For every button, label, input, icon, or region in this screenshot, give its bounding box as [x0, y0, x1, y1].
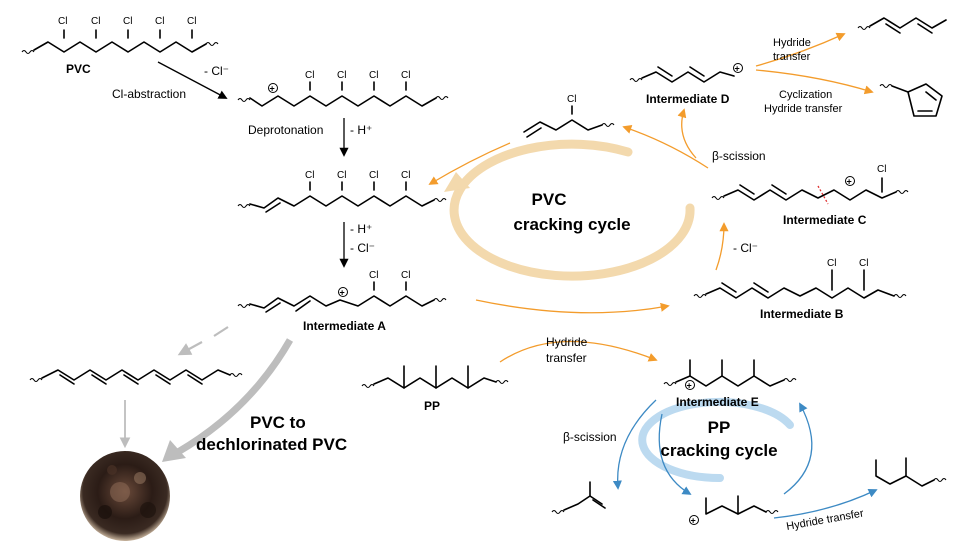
intermediate-e-label: Intermediate E — [676, 395, 759, 409]
deprotonation-label: Deprotonation — [248, 123, 323, 137]
polyene-structure — [29, 369, 243, 385]
dechlorination-label-2: dechlorinated PVC — [196, 435, 347, 454]
intermediate-b-label: Intermediate B — [760, 307, 844, 321]
hydride-transfer-bottom-label: Hydride transfer — [785, 507, 864, 532]
cl-atom: Cl — [58, 16, 67, 27]
cyclization-label-1: Cyclization — [779, 89, 832, 101]
orange-arrow-to-alkene — [428, 142, 511, 185]
pvc-label: PVC — [66, 62, 91, 76]
blue-arrow-back-to-e — [783, 402, 813, 495]
pp-alkene-product-structure — [551, 481, 606, 515]
hydride-pp-label-2: transfer — [546, 351, 587, 365]
cl-atom: Cl — [567, 94, 576, 105]
intermediate-c-structure: + Cl — [711, 164, 909, 205]
cl-minus-label: - Cl⁻ — [204, 64, 229, 78]
h-plus-label-2: - H⁺ — [350, 222, 372, 236]
svg-text:+: + — [270, 84, 275, 94]
dechlorination-label-1: PVC to — [250, 413, 306, 432]
pp-cycle-ring — [638, 398, 794, 483]
cl-atom: Cl — [877, 164, 886, 175]
intermediate-d-label: Intermediate D — [646, 92, 730, 106]
cl-atom: Cl — [337, 170, 346, 181]
hydride-d-label-2: transfer — [773, 51, 811, 63]
cl-atom: Cl — [401, 170, 410, 181]
hydride-d-label-1: Hydride — [773, 37, 811, 49]
allyl-chloride-structure: Cl — [523, 94, 615, 138]
pvc-cycle-label-1: PVC — [532, 190, 567, 209]
blue-arrow-to-carbocation — [658, 413, 692, 495]
cl-atom: Cl — [337, 70, 346, 81]
svg-text:+: + — [340, 288, 345, 298]
cl-minus-label-2: - Cl⁻ — [350, 241, 375, 255]
cl-atom: Cl — [91, 16, 100, 27]
intermediate-a-structure: + Cl Cl — [237, 270, 447, 313]
intermediate-e-structure: + — [663, 359, 797, 391]
orange-arrow-c-to-allyl — [622, 125, 709, 169]
pvc-carbocation-structure: + Cl Cl Cl Cl — [237, 70, 449, 107]
intermediate-a-label: Intermediate A — [303, 319, 386, 333]
cl-atom: Cl — [369, 70, 378, 81]
orange-arrow-to-intermediate-b — [475, 299, 670, 314]
orange-arrow-c-to-d — [677, 108, 697, 159]
svg-text:+: + — [687, 381, 692, 391]
orange-arrow-b-to-c — [715, 222, 729, 271]
blue-arrow-hydride-transfer — [773, 489, 878, 519]
pp-alkane-product-structure — [875, 457, 947, 487]
cl-atom: Cl — [187, 16, 196, 27]
cl-atom: Cl — [401, 270, 410, 281]
pp-label: PP — [424, 399, 440, 413]
orange-arrow-pp-to-e — [499, 340, 658, 363]
intermediate-d-structure: + — [629, 63, 743, 83]
blue-arrow-beta-scission — [612, 399, 657, 490]
cl-atom: Cl — [369, 170, 378, 181]
dechlorination-arrow — [162, 338, 294, 462]
pp-cycle-label-1: PP — [708, 418, 731, 437]
diene-product-structure — [857, 17, 947, 34]
cl-abstraction-label: Cl-abstraction — [112, 87, 186, 101]
pp-carbocation-product-structure: + — [689, 495, 779, 526]
svg-text:+: + — [691, 516, 696, 526]
cl-abstraction-arrow — [157, 61, 228, 99]
beta-scission-top-label: β-scission — [712, 149, 766, 163]
h-plus-label: - H⁺ — [350, 123, 372, 137]
cl-atom: Cl — [859, 258, 868, 269]
cyclopentene-product-structure — [879, 83, 943, 117]
cl-atom: Cl — [827, 258, 836, 269]
cl-minus-c-label: - Cl⁻ — [733, 241, 758, 255]
cl-atom: Cl — [305, 170, 314, 181]
scission-bond-marker — [817, 185, 829, 205]
svg-text:+: + — [847, 177, 852, 187]
pp-structure — [361, 365, 509, 389]
cl-atom: Cl — [305, 70, 314, 81]
orange-arrow-d-cyclization — [755, 69, 874, 95]
hydride-pp-label-1: Hydride — [546, 335, 588, 349]
intermediate-b-structure: Cl Cl — [693, 258, 907, 299]
orange-arrow-d-hydride — [755, 32, 846, 67]
cl-atom: Cl — [123, 16, 132, 27]
beta-scission-pp-label: β-scission — [563, 430, 617, 444]
cyclization-label-2: Hydride transfer — [764, 103, 843, 115]
polyene-dash-arrow — [213, 326, 229, 337]
cl-atom: Cl — [155, 16, 164, 27]
cl-atom: Cl — [369, 270, 378, 281]
pvc-structure: Cl Cl Cl Cl Cl — [21, 16, 219, 55]
svg-text:+: + — [735, 64, 740, 74]
pvc-cycle-label-2: cracking cycle — [513, 215, 630, 234]
pvc-alkene-structure: Cl Cl Cl Cl — [237, 170, 447, 213]
intermediate-c-label: Intermediate C — [783, 213, 867, 227]
pp-cycle-label-2: cracking cycle — [660, 441, 777, 460]
cl-atom: Cl — [401, 70, 410, 81]
pvc-cycle-ring — [444, 139, 695, 281]
char-photo — [80, 451, 170, 541]
